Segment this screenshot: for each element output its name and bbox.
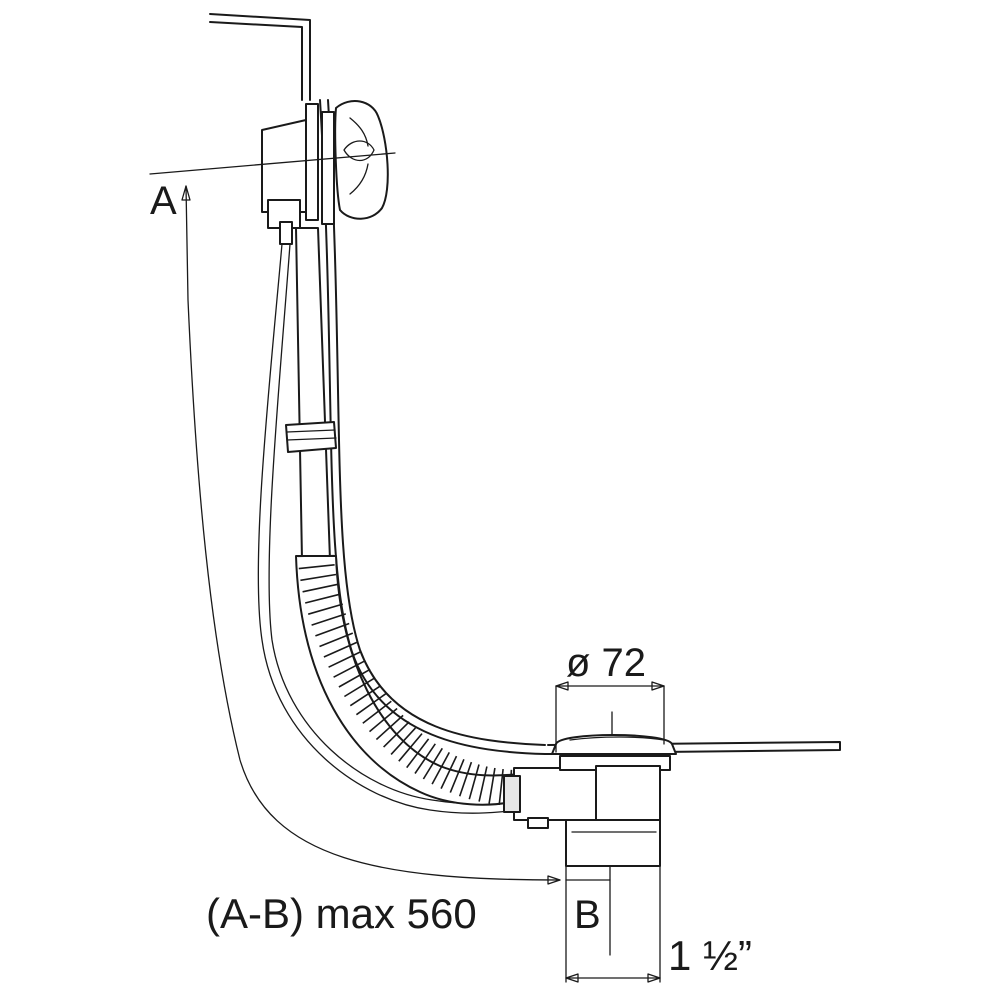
hose-rib — [355, 693, 387, 716]
hose-rib — [368, 707, 398, 733]
hose-rib — [311, 613, 347, 626]
dimension-lines — [181, 185, 665, 983]
hose-rib — [478, 766, 488, 802]
hose-rib — [383, 721, 410, 748]
hose-rib — [297, 554, 335, 558]
hose-rib — [449, 758, 465, 793]
overflow-flange — [261, 103, 335, 229]
overflow-pipe — [285, 227, 337, 561]
hose-rib — [422, 747, 443, 780]
length-note: (A-B) max 560 — [206, 890, 477, 937]
hose-rib — [315, 622, 350, 637]
drain-plug — [551, 711, 677, 755]
hose-rib — [440, 755, 458, 789]
hose-rib — [300, 573, 337, 582]
hose-rib — [398, 733, 423, 762]
hose-rib — [390, 727, 417, 755]
hose-rib — [458, 761, 473, 797]
point-b-label: B — [574, 893, 601, 937]
hose-rib — [323, 641, 358, 658]
hose-rib — [305, 593, 341, 604]
drain-body — [503, 755, 671, 867]
hose-ribs — [297, 554, 521, 806]
hose-rib — [343, 677, 376, 698]
hose-rib — [362, 700, 392, 724]
point-a-label: A — [150, 179, 177, 223]
hose-rib — [328, 650, 362, 668]
corrugated-hose — [295, 554, 521, 806]
hose-rib — [406, 738, 430, 769]
hose-rib — [375, 714, 404, 741]
hose-rib — [414, 743, 436, 774]
thread-size-label: 1 ½” — [668, 932, 752, 979]
hose-rib — [338, 668, 371, 688]
hose-rib — [498, 769, 504, 805]
hose-rib — [431, 752, 451, 785]
hose-rib — [302, 583, 338, 593]
control-knob — [149, 100, 396, 220]
hose-rib — [488, 767, 496, 804]
hose-rib — [468, 764, 480, 800]
hose-rib — [319, 632, 354, 648]
hose-rib — [333, 659, 366, 678]
diameter-label: ø 72 — [566, 641, 646, 685]
hose-rib — [298, 564, 335, 570]
control-cable — [257, 221, 521, 814]
hose-rib — [307, 603, 344, 615]
hose-rib — [349, 685, 381, 707]
